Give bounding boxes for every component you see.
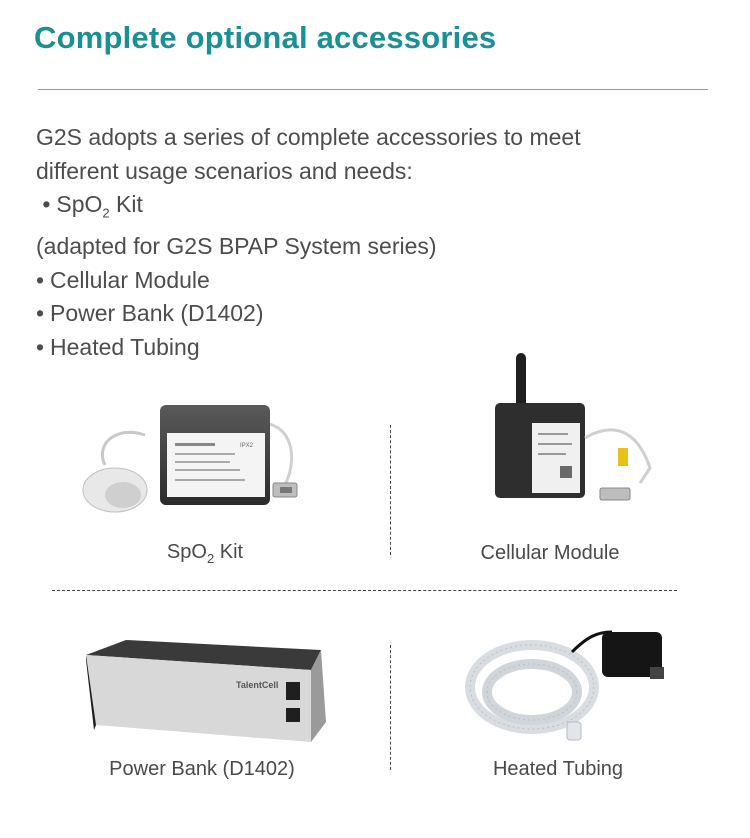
spo2-kit-image: IPX2 — [75, 395, 315, 525]
vertical-divider-top — [390, 425, 391, 555]
bullet: • — [36, 300, 45, 327]
list-item-label: SpO — [56, 191, 103, 217]
power-bank-caption: Power Bank (D1402) — [109, 758, 295, 780]
horizontal-divider — [52, 590, 677, 591]
intro-text: G2S adopts a series of complete accessor… — [36, 121, 716, 364]
device-label-text: IPX2 — [240, 443, 254, 449]
cellular-module-image — [480, 348, 670, 518]
list-item-label: Heated Tubing — [50, 333, 200, 360]
brand-logo-text: TalentCell — [236, 680, 278, 690]
list-item-label: Power Bank (D1402) — [50, 300, 264, 327]
power-bank-image: TalentCell — [86, 630, 331, 750]
intro-line-2: different usage scenarios and needs: — [36, 157, 413, 184]
page-title: Complete optional accessories — [34, 20, 497, 55]
caption-text-suffix: Kit — [214, 541, 244, 563]
list-item-cellular: •Cellular Module — [36, 264, 716, 298]
list-item-powerbank: •Power Bank (D1402) — [36, 297, 716, 331]
heated-tubing-caption: Heated Tubing — [492, 758, 624, 780]
bullet: • — [42, 191, 51, 217]
list-item-spo2-note: (adapted for G2S BPAP System series) — [36, 233, 437, 260]
subscript: 2 — [102, 205, 110, 221]
vertical-divider-bottom — [390, 645, 391, 770]
cellular-module-caption: Cellular Module — [480, 542, 620, 564]
bullet: • — [36, 266, 45, 293]
list-item-label-suffix: Kit — [109, 191, 143, 217]
intro-line-1: G2S adopts a series of complete accessor… — [36, 124, 581, 150]
heated-tubing-image — [462, 612, 672, 747]
spo2-kit-caption: SpO2 Kit — [55, 541, 355, 566]
bullet: • — [36, 333, 45, 360]
caption-text: SpO — [166, 541, 207, 563]
title-divider — [38, 89, 708, 90]
list-item-tubing: •Heated Tubing — [36, 331, 716, 365]
list-item-spo2: •SpO2 Kit — [36, 188, 716, 230]
subscript: 2 — [206, 551, 215, 566]
list-item-label: Cellular Module — [50, 266, 210, 293]
